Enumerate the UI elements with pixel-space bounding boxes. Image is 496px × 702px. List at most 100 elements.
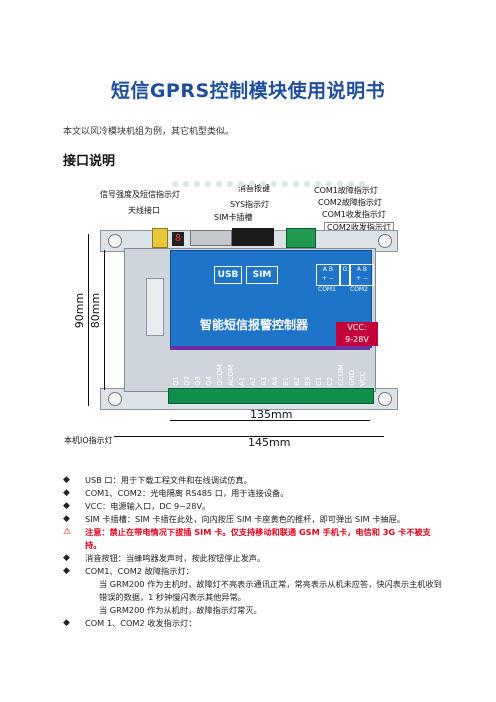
com2-pins: A B [356,266,368,273]
bullet-diamond-icon: ◆ [63,488,70,498]
com2-polarity: + − [356,275,368,282]
terminal-screw [359,181,365,187]
bullet-diamond-icon: ◆ [63,566,70,576]
dim-80mm: 80mm [89,292,103,329]
callout-signal-led: 信号强度及短信指示灯 [100,190,180,199]
terminal-screw [249,181,255,187]
dim-135mm: 135mm [250,408,293,421]
dim-line-80 [104,250,105,390]
mute-button-area [190,230,232,246]
terminal-label: Q4 [205,376,213,386]
bullet-text: COM 1、COM2 收发指示灯： [85,618,197,628]
terminal-screw [293,181,299,187]
terminal-screw [216,181,222,187]
com-led-block [286,228,316,248]
dim-line-90 [88,234,89,406]
intro-text: 本文以风冷模块机组为例，其它机型类似。 [63,127,235,137]
dim-145mm: 145mm [248,436,291,449]
com1-polarity: + − [322,275,334,282]
terminal-label: A1 [238,376,246,386]
com1-pins: A B [322,266,334,273]
bullet-diamond-icon: ◆ [63,501,70,511]
vcc-label: VCC: [347,323,367,332]
callout-sim-slot: SIM卡插槽 [214,213,253,222]
terminal-screw [194,181,200,187]
sim-card-slot [232,228,274,246]
terminal-label: B3 [304,376,312,386]
bullet-text: SIM 卡插槽：SIM 卡插在此处，向内按压 SIM 卡座黄色的推杆，即可弹出 … [85,514,405,524]
terminal-label: B1 [282,376,290,386]
warning-item: ⚠注意：禁止在带电情况下拔插 SIM 卡。仅支持移动和联通 GSM 手机卡，电信… [63,526,443,552]
terminal-screw [260,181,266,187]
feature-list: ◆ USB 口：用于下载工程文件和在线调试仿真。 ◆ COM1、COM2：光电隔离 R… [63,474,443,630]
vcc-badge: VCC: 9-28V [336,322,378,346]
vcc-range: 9-28V [345,335,369,344]
mount-hole [378,392,392,406]
signal-display: 8 [172,232,184,246]
side-strip [146,278,164,336]
terminal-label: C2 [326,376,334,386]
terminal-screw [337,181,343,187]
callout-sys-led: SYS指示灯 [230,200,270,209]
callout-io-led: 本机IO指示灯 [64,436,113,445]
com1-label: COM1 [318,286,336,293]
bullet-subtext: 当 GRM200 作为从机时，故障指示灯常灭。 [99,605,262,615]
module-diagram: 信号强度及短信指示灯 天线接口 消音按键 SYS指示灯 SIM卡插槽 COM1故… [60,178,440,450]
bullet-text: 消音按钮：当蜂鸣器发声时，按此按钮停止发声。 [85,553,266,563]
warning-icon: ⚠ [63,527,72,537]
terminal-label: C1 [315,376,323,386]
callout-com1-fault: COM1故障指示灯 [314,186,378,195]
ground-pin: G [342,266,348,273]
terminal-label: ACOM [227,364,235,386]
antenna-connector [152,228,168,248]
terminal-label: VCC [359,371,367,386]
bullet-item: ◆ SIM 卡插槽：SIM 卡插在此处，向内按压 SIM 卡座黄色的推杆，即可弹出… [63,513,443,526]
terminal-label: A2 [249,376,257,386]
usb-port-label: USB [214,266,242,284]
label-band [170,346,370,350]
bullet-item: ◆ COM1、COM2 故障指示灯： [63,565,443,578]
callout-antenna: 天线接口 [128,206,160,215]
terminal-label: GND [348,369,356,386]
terminal-label: Q2 [183,376,191,386]
terminal-screw [205,181,211,187]
terminal-screw [183,181,189,187]
terminal-label: QCOM [216,364,224,386]
com1-terminal: A B + − [316,264,340,286]
bullet-text: COM1、COM2：光电隔离 RS485 口，用于连接设备。 [85,488,289,498]
terminal-label: Q3 [194,376,202,386]
bullet-item: ◆ VCC：电源输入口，DC 9~28V。 [63,500,443,513]
terminal-label: B2 [293,376,301,386]
sim-label: SIM [246,266,278,284]
terminal-label: A3 [260,376,268,386]
terminal-screw [282,181,288,187]
callout-mute-button: 消音按键 [238,184,270,193]
mount-hole [108,234,122,248]
bullet-text: USB 口：用于下载工程文件和在线调试仿真。 [85,475,252,485]
section-heading: 接口说明 [63,154,116,169]
terminal-label: CCOM [337,364,345,386]
bullet-text: VCC：电源输入口，DC 9~28V。 [85,501,211,511]
terminal-screw [238,181,244,187]
dim-line-145 [114,436,384,437]
terminal-screw [315,181,321,187]
terminal-screw [271,181,277,187]
terminal-screw [326,181,332,187]
terminal-block [168,388,374,404]
bullet-item: ◆COM 1、COM2 收发指示灯： [63,617,443,630]
dim-90mm: 90mm [73,292,87,329]
bullet-diamond-icon: ◆ [63,553,70,563]
bullet-text: COM1、COM2 故障指示灯： [85,566,194,576]
bullet-item: ◆ 消音按钮：当蜂鸣器发声时，按此按钮停止发声。 [63,552,443,565]
bullet-subtext: 当 GRM200 作为主机时，故障灯不亮表示通讯正常，常亮表示从机未应答，快闪表… [99,579,442,602]
controller-name: 智能短信报警控制器 [200,318,309,332]
terminal-screw [348,181,354,187]
bullet-diamond-icon: ◆ [63,514,70,524]
terminal-label: Q1 [172,376,180,386]
bullet-diamond-icon: ◆ [63,475,70,485]
terminal-screw [172,181,178,187]
com2-label: COM2 [350,286,368,293]
terminal-screw [227,181,233,187]
terminal-label: A4 [271,376,279,386]
bullet-item: ◆ COM1、COM2：光电隔离 RS485 口，用于连接设备。 [63,487,443,500]
